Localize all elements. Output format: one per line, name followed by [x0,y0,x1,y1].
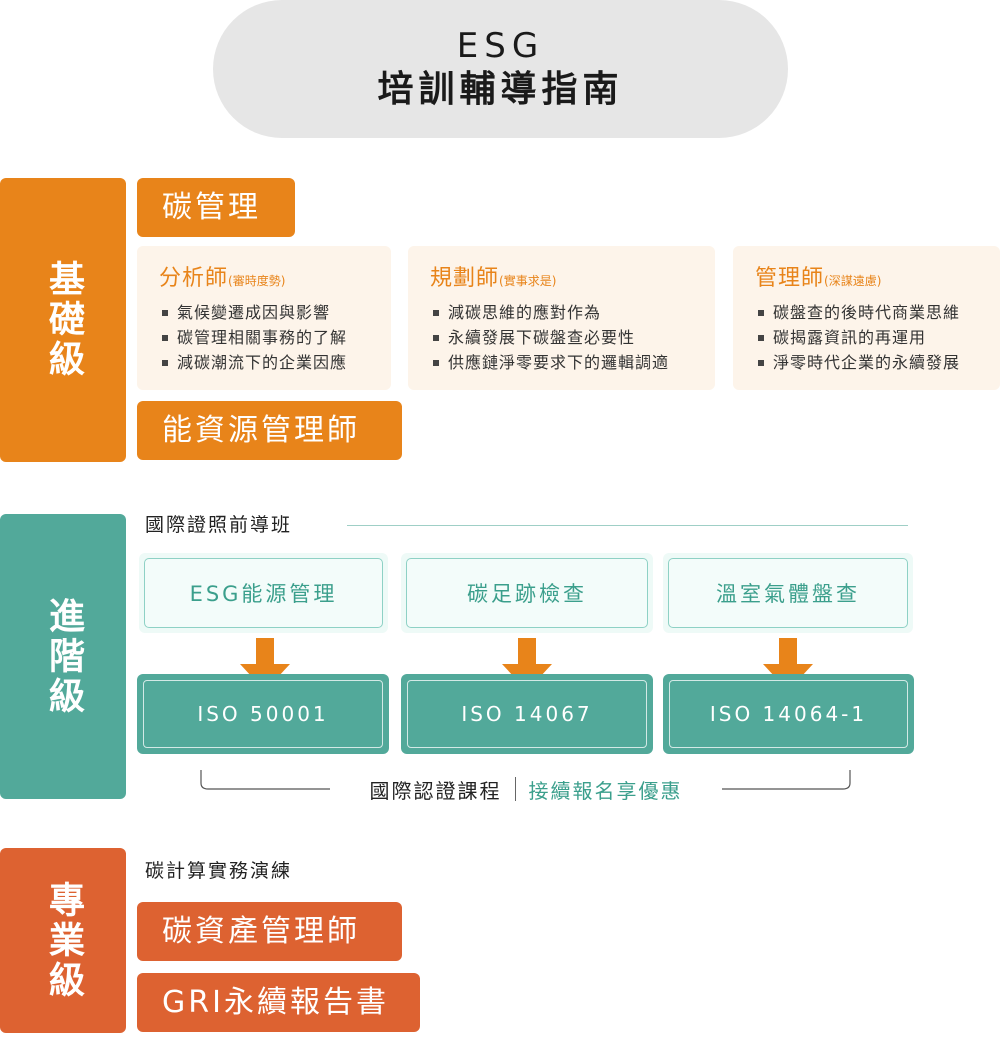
arrow-down-icon [763,638,813,691]
list-item: 碳盤查的後時代商業思維 [755,300,1000,325]
carbon-asset-manager-tag: 碳資產管理師 [137,902,402,961]
gri-report-tag: GRI永續報告書 [137,973,420,1032]
role-title: 管理師(深謀遠慮) [755,266,882,291]
caption-right: 接續報名享優惠 [528,778,683,803]
list-item: 供應鏈淨零要求下的邏輯調適 [430,350,715,375]
role-list: 減碳思維的應對作為 永續發展下碳盤查必要性 供應鏈淨零要求下的邏輯調適 [430,300,715,375]
course-label: ESG能源管理 [144,558,383,628]
iso-box-14064: ISO 14064-1 [663,674,914,754]
course-box-footprint: 碳足跡檢查 [401,553,653,633]
role-title: 分析師(審時度勢) [159,266,286,291]
iso-label: ISO 14064-1 [669,680,908,748]
role-card-manager: 管理師(深謀遠慮) 碳盤查的後時代商業思維 碳揭露資訊的再運用 淨零時代企業的永… [733,246,1000,390]
level-professional: 專業級 [0,848,126,1033]
list-item: 淨零時代企業的永續發展 [755,350,1000,375]
iso-box-50001: ISO 50001 [137,674,389,754]
title-pill: ESG 培訓輔導指南 [213,0,788,138]
carbon-management-tag: 碳管理 [137,178,295,237]
iso-label: ISO 14067 [407,680,647,748]
title-line-1: ESG [456,26,545,66]
professional-heading: 碳計算實務演練 [145,860,293,882]
arrow-down-icon [502,638,552,691]
iso-box-14067: ISO 14067 [401,674,653,754]
list-item: 氣候變遷成因與影響 [159,300,391,325]
role-card-analyst: 分析師(審時度勢) 氣候變遷成因與影響 碳管理相關事務的了解 減碳潮流下的企業因… [137,246,391,390]
role-card-planner: 規劃師(實事求是) 減碳思維的應對作為 永續發展下碳盤查必要性 供應鏈淨零要求下… [408,246,715,390]
level-basic: 基礎級 [0,178,126,462]
energy-manager-tag: 能資源管理師 [137,401,402,460]
list-item: 碳揭露資訊的再運用 [755,325,1000,350]
list-item: 減碳思維的應對作為 [430,300,715,325]
arrow-down-icon [240,638,290,691]
level-advanced: 進階級 [0,514,126,799]
caption-left: 國際認證課程 [369,778,502,803]
list-item: 碳管理相關事務的了解 [159,325,391,350]
role-list: 氣候變遷成因與影響 碳管理相關事務的了解 減碳潮流下的企業因應 [159,300,391,375]
advanced-heading: 國際證照前導班 [145,514,293,536]
title-line-2: 培訓輔導指南 [377,69,624,110]
course-label: 溫室氣體盤查 [668,558,908,628]
course-label: 碳足跡檢查 [406,558,648,628]
certification-caption: 國際認證課程 接續報名享優惠 [330,774,722,804]
list-item: 減碳潮流下的企業因應 [159,350,391,375]
role-list: 碳盤查的後時代商業思維 碳揭露資訊的再運用 淨零時代企業的永續發展 [755,300,1000,375]
caption-separator [514,777,516,801]
role-title: 規劃師(實事求是) [430,266,557,291]
course-box-energy: ESG能源管理 [139,553,388,633]
course-box-ghg: 溫室氣體盤查 [663,553,913,633]
heading-divider [347,525,908,526]
list-item: 永續發展下碳盤查必要性 [430,325,715,350]
iso-label: ISO 50001 [143,680,383,748]
